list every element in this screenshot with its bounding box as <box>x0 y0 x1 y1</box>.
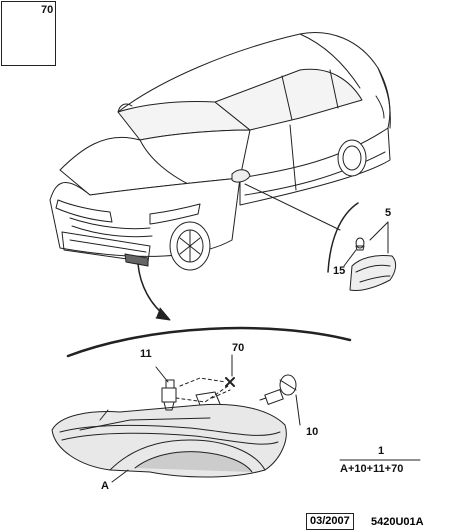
fog-zoom-arc <box>66 326 352 358</box>
leader-mirror-to-repeater <box>244 183 341 231</box>
date-code: 03/2007 <box>306 513 354 530</box>
diagram-code: 5420U01A <box>368 515 427 530</box>
side-repeater-lamp <box>349 255 397 291</box>
screw-inset-box: 70 <box>1 1 56 66</box>
callout-fog-lamp-screw: 70 <box>232 342 245 354</box>
assembly-formula: A+10+11+70 <box>340 463 404 475</box>
callout-fog-bulb-holder: 11 <box>140 348 152 360</box>
repeater-bulb <box>355 237 365 251</box>
fog-bulb-holder <box>161 379 177 411</box>
assembly-number: 1 <box>378 445 385 457</box>
callout-screw-inset: 70 <box>41 4 54 16</box>
fog-lamp-bulb <box>259 374 297 405</box>
callout-fog-lamp-unit: A <box>101 480 109 492</box>
fog-lamp-screw <box>225 377 235 387</box>
car-illustration <box>49 32 391 271</box>
callout-side-repeater-lamp: 5 <box>385 207 392 219</box>
callout-repeater-bulb: 15 <box>333 265 346 277</box>
callout-fog-lamp-bulb: 10 <box>306 426 319 438</box>
repeater-zoom-arc <box>327 202 359 273</box>
fog-lamp-unit <box>51 391 287 478</box>
